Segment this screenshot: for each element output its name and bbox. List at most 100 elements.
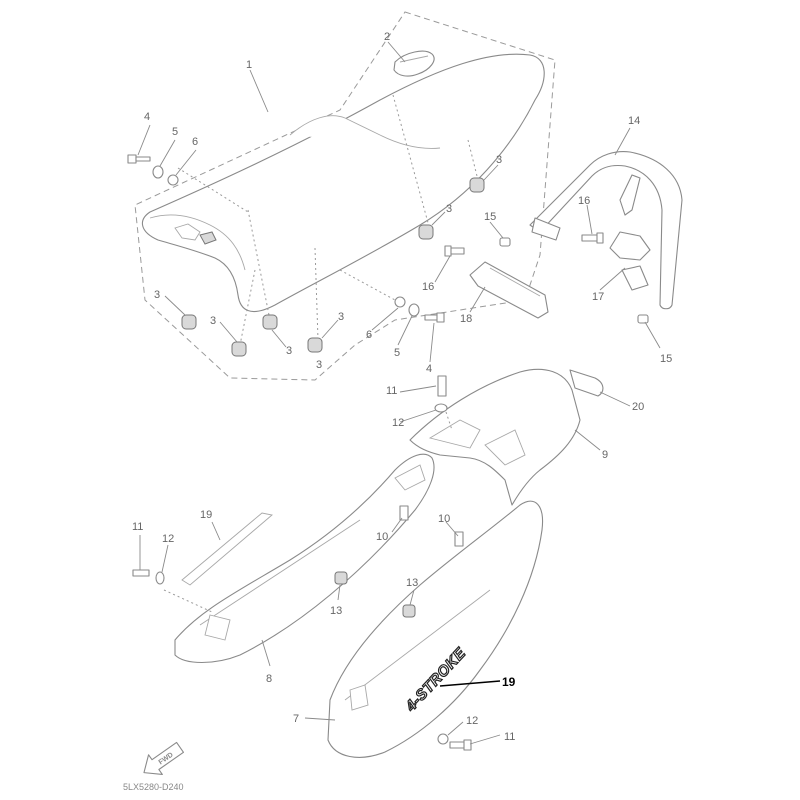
decal-strip <box>181 512 273 586</box>
callout-15: 15 <box>484 211 496 223</box>
bracket <box>609 231 651 291</box>
leader-line <box>304 717 336 721</box>
bolt <box>132 569 150 577</box>
seat-mount-line <box>314 247 319 341</box>
leader-line <box>614 127 631 156</box>
callout-3: 3 <box>338 311 344 323</box>
callout-3: 3 <box>316 359 322 371</box>
callout-12: 12 <box>162 533 174 545</box>
seat-mount-line <box>247 209 271 321</box>
leader-line <box>159 139 176 167</box>
leader-line <box>175 149 197 176</box>
leader-line <box>574 429 601 451</box>
washer <box>152 165 164 179</box>
rubber-damper <box>181 314 197 330</box>
callout-12: 12 <box>392 417 404 429</box>
reflector-plate <box>569 369 604 397</box>
leader-line <box>483 164 499 181</box>
leader-line <box>586 204 593 235</box>
rubber-damper <box>307 337 323 353</box>
leader-line <box>599 391 631 407</box>
leader-line <box>371 307 399 331</box>
bolt <box>399 505 409 521</box>
callout-20: 20 <box>632 401 644 413</box>
callout-19: 19 <box>200 509 212 521</box>
bolt <box>449 739 472 751</box>
callout-2: 2 <box>384 31 390 43</box>
seat-mount-line <box>467 139 479 181</box>
callout-5: 5 <box>394 347 400 359</box>
bracket <box>469 261 549 319</box>
callout-3: 3 <box>496 154 502 166</box>
callout-13: 13 <box>406 577 418 589</box>
callout-13: 13 <box>330 605 342 617</box>
callout-10: 10 <box>438 513 450 525</box>
callout-10: 10 <box>376 531 388 543</box>
callout-3: 3 <box>286 345 292 357</box>
leader-line <box>161 544 169 573</box>
bolt <box>581 232 604 244</box>
seat <box>141 53 545 313</box>
leader-line <box>445 521 459 537</box>
leader-line <box>469 286 486 313</box>
seat-strap <box>393 50 435 77</box>
washer <box>394 296 406 308</box>
callout-1: 1 <box>246 59 252 71</box>
plug <box>499 237 511 247</box>
leader-line <box>489 221 504 239</box>
callout-17: 17 <box>592 291 604 303</box>
callout-16: 16 <box>422 281 434 293</box>
leader-line <box>469 734 501 745</box>
leader-line <box>439 680 501 687</box>
leader-line <box>321 319 339 339</box>
callout-14: 14 <box>628 115 640 127</box>
leader-line <box>271 329 287 348</box>
leader-line <box>261 639 271 667</box>
callout-12: 12 <box>466 715 478 727</box>
washer <box>434 403 448 413</box>
bolt <box>444 245 465 257</box>
callout-18: 18 <box>460 313 472 325</box>
rubber-damper <box>231 341 247 357</box>
plug <box>637 314 649 324</box>
callout-15: 15 <box>660 353 672 365</box>
leader-line <box>644 321 661 349</box>
callout-16: 16 <box>578 195 590 207</box>
callout-3: 3 <box>154 289 160 301</box>
washer <box>437 733 449 745</box>
leader-line <box>211 521 221 541</box>
leader-line <box>397 315 413 346</box>
washer <box>167 174 179 186</box>
callout-7: 7 <box>293 713 299 725</box>
callout-4: 4 <box>426 363 432 375</box>
grab-bar <box>529 151 683 310</box>
callout-6: 6 <box>366 329 372 341</box>
rubber-damper <box>469 177 485 193</box>
bolt <box>127 154 151 164</box>
leader-line <box>434 255 451 283</box>
leader-line <box>249 69 269 113</box>
leader-line <box>337 584 341 601</box>
assembly-line <box>163 589 213 613</box>
drawing-code: 5LX5280-D240 <box>123 782 184 792</box>
grommet <box>334 571 348 585</box>
leader-line <box>429 322 435 363</box>
leader-line <box>391 517 403 533</box>
leader-line <box>387 41 406 63</box>
leader-line <box>399 409 437 423</box>
leader-line <box>219 321 238 343</box>
leader-line <box>431 211 446 226</box>
callout-6: 6 <box>192 136 198 148</box>
washer <box>408 303 420 317</box>
leader-line <box>409 589 415 606</box>
callout-11: 11 <box>386 385 397 397</box>
callout-3: 3 <box>210 315 216 327</box>
assembly-line <box>445 411 453 431</box>
bolt <box>424 312 445 323</box>
leader-line <box>164 295 186 316</box>
callout-9: 9 <box>602 449 608 461</box>
seat-mount-line <box>177 167 249 213</box>
callout-11: 11 <box>132 521 143 533</box>
callout-3: 3 <box>446 203 452 215</box>
